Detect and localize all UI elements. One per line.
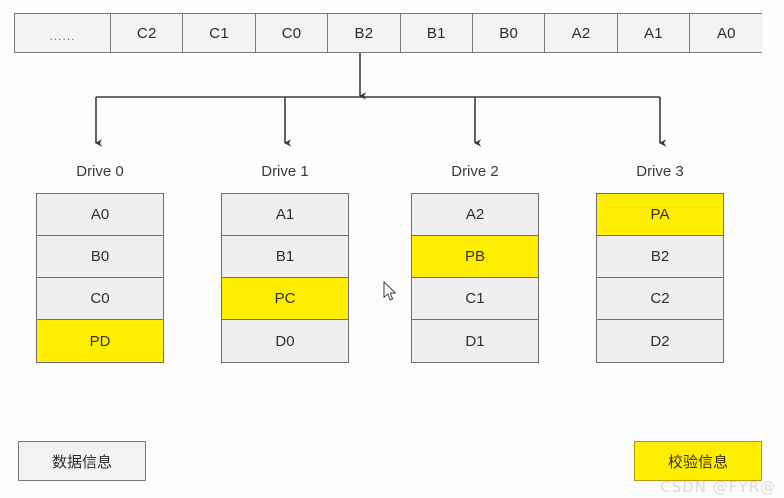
- csdn-watermark: CSDN @FYR@: [660, 478, 776, 496]
- stream-cell-c2: C2: [111, 14, 184, 52]
- data-block-b0: B0: [37, 236, 163, 278]
- parity-block-pa: PA: [597, 194, 723, 236]
- drive-label-1: Drive 1: [261, 163, 309, 180]
- legend-data-information: 数据信息: [18, 441, 146, 481]
- data-block-a1: A1: [222, 194, 348, 236]
- stream-cell-c1: C1: [183, 14, 256, 52]
- parity-block-pb: PB: [412, 236, 538, 278]
- data-block-b2: B2: [597, 236, 723, 278]
- stream-cell-ellipsis: ......: [15, 14, 111, 52]
- drive-label-3: Drive 3: [636, 163, 684, 180]
- data-block-d0: D0: [222, 320, 348, 362]
- stream-to-drives-connector: [95, 53, 667, 147]
- data-block-c1: C1: [412, 278, 538, 320]
- data-block-c0: C0: [37, 278, 163, 320]
- mouse-pointer-icon: [383, 281, 396, 301]
- stream-cell-c0: C0: [255, 14, 329, 52]
- data-block-d1: D1: [412, 320, 538, 362]
- data-block-d2: D2: [597, 320, 723, 362]
- stream-cell-b1: B1: [400, 14, 473, 52]
- stream-cell-b2: B2: [328, 14, 401, 52]
- data-block-a2: A2: [412, 194, 538, 236]
- data-block-b1: B1: [222, 236, 348, 278]
- stream-cell-a2: A2: [545, 14, 618, 52]
- data-block-a0: A0: [37, 194, 163, 236]
- parity-block-pc: PC: [222, 278, 348, 320]
- parity-block-pd: PD: [37, 320, 163, 362]
- stream-cell-a1: A1: [617, 14, 691, 52]
- stream-cell-a0: A0: [690, 14, 763, 52]
- legend-parity-information: 校验信息: [634, 441, 762, 481]
- data-block-c2: C2: [597, 278, 723, 320]
- stream-cell-b0: B0: [472, 14, 546, 52]
- drive-label-0: Drive 0: [76, 163, 124, 180]
- drive-label-2: Drive 2: [451, 163, 499, 180]
